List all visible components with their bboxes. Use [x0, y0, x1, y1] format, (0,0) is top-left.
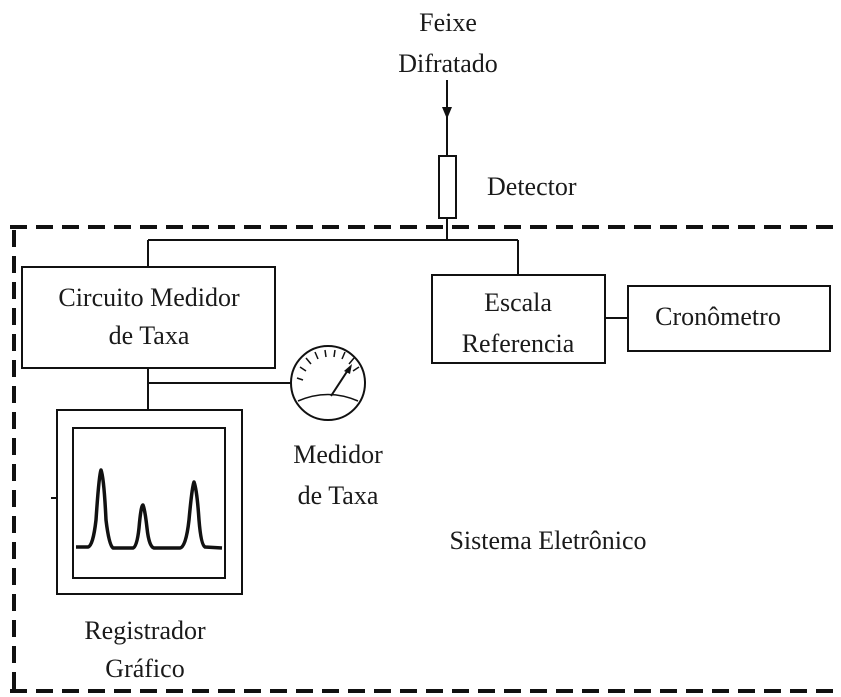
beam-label-line2: Difratado [398, 49, 498, 78]
rate-meter-label-line2: de Taxa [298, 481, 379, 510]
reference-scale-label-line1: Escala [484, 288, 552, 317]
electronic-system-label: Sistema Eletrônico [449, 526, 646, 555]
rate-circuit-label-line1: Circuito Medidor [58, 283, 240, 312]
chart-recorder [56, 409, 243, 595]
rate-circuit-box [21, 266, 276, 369]
rate-meter-label-line1: Medidor [293, 440, 383, 469]
beam-label-line1: Feixe [419, 8, 477, 37]
electronic-system-boundary [10, 225, 841, 697]
signal-wiring [147, 218, 628, 410]
reference-scale-box [431, 274, 606, 364]
recorder-trace [76, 468, 223, 550]
reference-scale-label-line2: Referencia [462, 329, 575, 358]
detector [438, 155, 457, 219]
recorder-label-line2: Gráfico [105, 654, 184, 683]
chronometer-box [627, 285, 831, 352]
detector-label: Detector [487, 172, 577, 201]
recorder-label-line1: Registrador [84, 616, 206, 645]
rate-meter-gauge-icon [290, 345, 366, 421]
rate-circuit-label-line2: de Taxa [109, 321, 190, 350]
chronometer-label: Cronômetro [655, 302, 781, 331]
